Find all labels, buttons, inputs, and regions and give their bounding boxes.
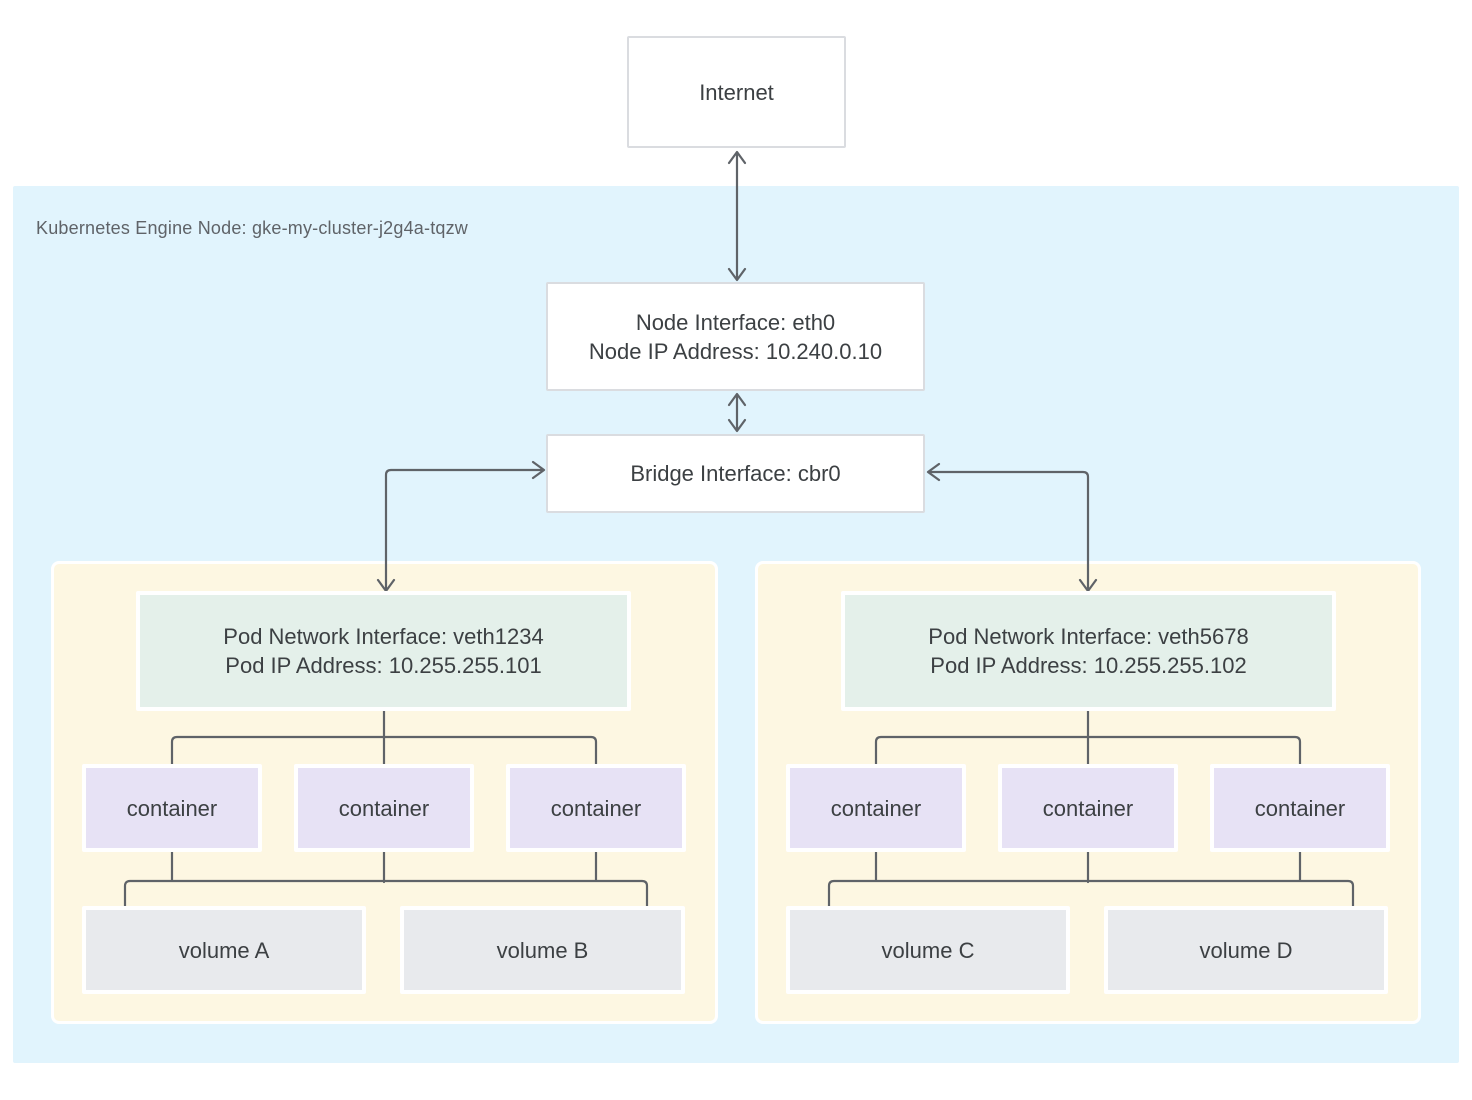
- pod-1-ip-address: Pod IP Address: 10.255.255.101: [225, 653, 542, 678]
- volume-label: volume D: [1199, 937, 1293, 963]
- bridge-interface-box: Bridge Interface: cbr0: [546, 434, 925, 513]
- internet-node: Internet: [627, 36, 846, 148]
- container-label: container: [1254, 795, 1346, 821]
- pod-2-container-2: container: [998, 764, 1178, 852]
- pod-2-interface-name: Pod Network Interface: veth5678: [928, 624, 1249, 649]
- container-label: container: [830, 795, 922, 821]
- pod-1-volume-b: volume B: [400, 906, 685, 994]
- pod-1-volume-a: volume A: [82, 906, 366, 994]
- node-interface-box: Node Interface: eth0 Node IP Address: 10…: [546, 282, 925, 391]
- pod-1-interface-name: Pod Network Interface: veth1234: [223, 624, 544, 649]
- container-label: container: [550, 795, 642, 821]
- volume-label: volume A: [178, 937, 270, 963]
- kubernetes-node-label: Kubernetes Engine Node: gke-my-cluster-j…: [36, 218, 469, 238]
- pod-2-container-1: container: [786, 764, 966, 852]
- pod-1-container-1: container: [82, 764, 262, 852]
- pod-1-network-interface-box: Pod Network Interface: veth1234 Pod IP A…: [136, 591, 631, 711]
- volume-label: volume B: [496, 937, 589, 963]
- node-interface-name: Node Interface: eth0: [635, 309, 836, 335]
- container-label: container: [1042, 795, 1134, 821]
- volume-label: volume C: [881, 937, 975, 963]
- pod-2-network-interface-box: Pod Network Interface: veth5678 Pod IP A…: [841, 591, 1336, 711]
- pod-2-volume-c: volume C: [786, 906, 1070, 994]
- bridge-interface-label: Bridge Interface: cbr0: [630, 461, 841, 486]
- container-label: container: [338, 795, 430, 821]
- pod-2-ip-address: Pod IP Address: 10.255.255.102: [930, 653, 1247, 678]
- node-ip-address: Node IP Address: 10.240.0.10: [588, 338, 883, 364]
- pod-2-volume-d: volume D: [1104, 906, 1388, 994]
- pod-1-container-3: container: [506, 764, 686, 852]
- internet-label: Internet: [699, 79, 774, 105]
- container-label: container: [126, 795, 218, 821]
- pod-1-container-2: container: [294, 764, 474, 852]
- pod-2-container-3: container: [1210, 764, 1390, 852]
